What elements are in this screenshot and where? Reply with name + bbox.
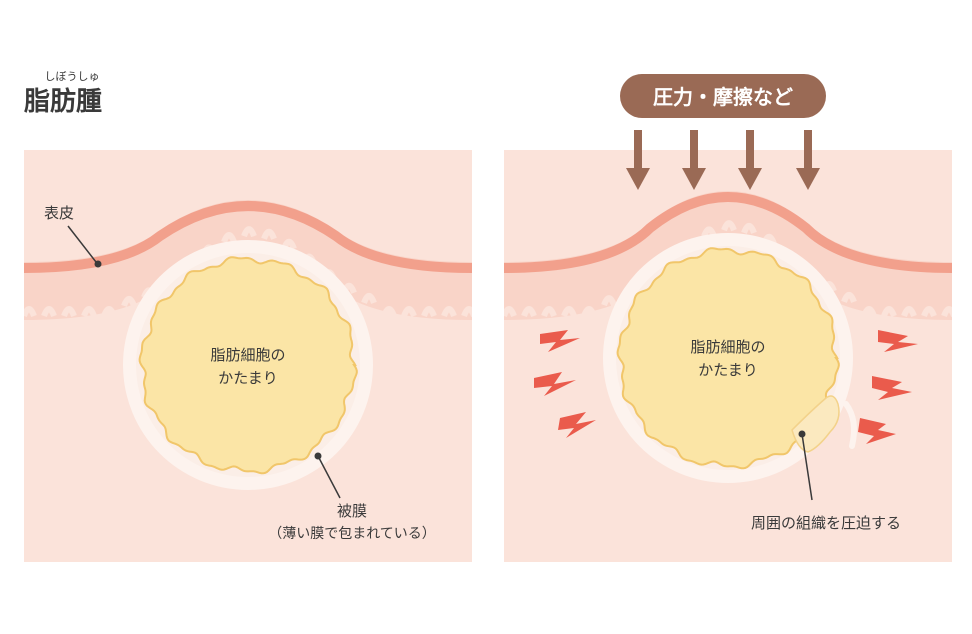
capsule-rupture: [791, 395, 840, 453]
compress-label: 周囲の組織を圧迫する: [751, 514, 901, 532]
right-fat-mass: [616, 247, 840, 470]
bolt-left-3-icon: [558, 412, 596, 438]
bolt-right-3-icon: [858, 418, 896, 444]
bolt-left-1-icon: [540, 330, 580, 352]
pressure-arrows: [626, 130, 820, 190]
bolt-right-2-icon: [872, 376, 912, 400]
right-panel: [504, 150, 952, 562]
epidermis-leader-line: [67, 225, 97, 263]
epidermis-label: 表皮: [44, 204, 74, 222]
rupture-crack: [843, 401, 857, 449]
title-text: 脂肪腫: [24, 87, 102, 117]
right-dermis-band: [504, 191, 952, 320]
pressure-arrow-3-icon: [738, 130, 762, 190]
left-cell-label-2: かたまり: [218, 369, 278, 387]
pressure-banner-text: 圧力・摩擦など: [653, 85, 793, 109]
membrane-note: （薄い膜で包まれている）: [268, 526, 436, 542]
pain-bolts: [534, 330, 918, 444]
bolt-left-2-icon: [534, 372, 576, 396]
left-panel: [24, 150, 472, 562]
pressure-arrow-4-icon: [796, 130, 820, 190]
epidermis-leader-dot: [94, 260, 102, 268]
left-epidermis-edge: [24, 201, 472, 273]
pressure-banner: [620, 74, 826, 118]
pressure-arrow-1-icon: [626, 130, 650, 190]
right-cell-label-2: かたまり: [698, 361, 758, 379]
membrane-leader-line: [317, 455, 341, 499]
membrane-label: 被膜: [337, 502, 367, 520]
compress-leader-line: [801, 433, 813, 501]
bolt-right-1-icon: [878, 330, 918, 352]
pressure-arrow-2-icon: [682, 130, 706, 190]
right-cell-label-1: 脂肪細胞の: [690, 338, 765, 356]
title-ruby: しぼうしゅ: [45, 70, 100, 83]
left-fat-mass: [138, 256, 358, 475]
left-cell-label-1: 脂肪細胞の: [210, 346, 285, 364]
right-epidermis-edge: [504, 192, 952, 273]
